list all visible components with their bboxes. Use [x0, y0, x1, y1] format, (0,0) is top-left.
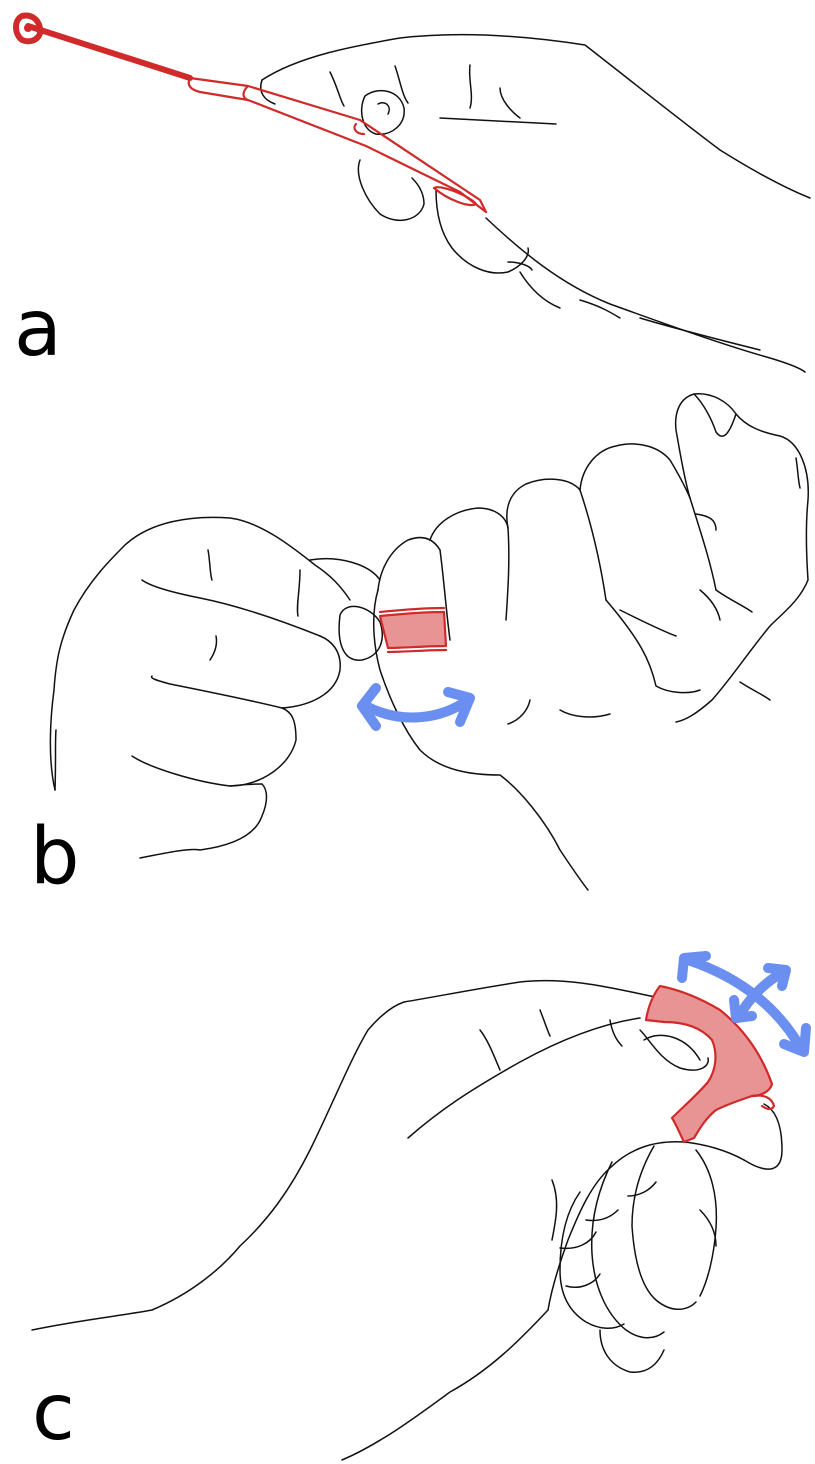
finger-ring-device [380, 608, 446, 652]
panel-label-a: a [14, 290, 62, 368]
panel-b-illustration [0, 380, 815, 900]
panel-label-c: c [32, 1374, 75, 1452]
panel-label-b: b [30, 818, 80, 896]
panel-c-illustration [0, 900, 815, 1464]
hand-b-left-outline [50, 517, 382, 858]
fingertip-sleeve-device [646, 986, 774, 1142]
motion-arrow-b [362, 688, 470, 726]
pen-cord [28, 26, 190, 78]
hand-c-outline [32, 981, 782, 1460]
panel-a-illustration [0, 0, 815, 380]
hand-a-outline [261, 35, 810, 372]
